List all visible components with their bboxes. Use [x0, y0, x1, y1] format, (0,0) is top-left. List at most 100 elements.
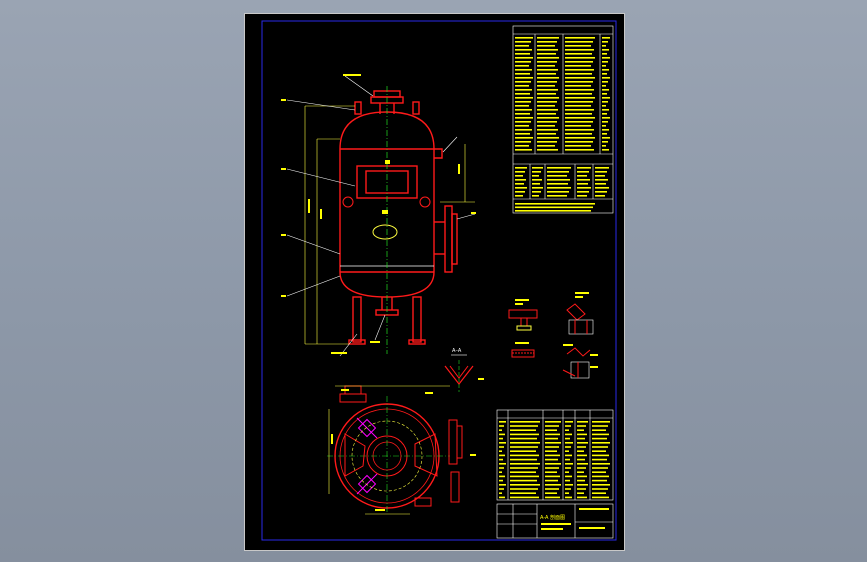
table-text-line: [577, 183, 588, 185]
table-text-line: [565, 65, 591, 67]
table-text-line: [499, 463, 506, 465]
table-text-line: [545, 488, 559, 490]
table-text-line: [515, 113, 530, 115]
table-text-line: [510, 425, 538, 427]
table-text-line: [537, 113, 556, 115]
table-text-line: [592, 437, 607, 440]
title-text-line: [541, 528, 563, 530]
table-text-line: [532, 191, 541, 193]
table-text-line: [565, 121, 593, 123]
table-text-line: [545, 450, 557, 452]
table-text-line: [537, 97, 559, 99]
table-text-line: [515, 175, 523, 177]
table-text-line: [515, 49, 532, 51]
table-text-line: [515, 121, 531, 123]
spec-table-text: [515, 37, 610, 212]
table-text-line: [537, 129, 558, 131]
table-text-line: [515, 69, 532, 71]
table-text-line: [595, 171, 607, 173]
table-text-line: [592, 484, 610, 486]
table-text-line: [515, 117, 533, 119]
table-text-line: [602, 149, 609, 151]
table-text-line: [565, 129, 594, 131]
table-text-line: [545, 446, 559, 448]
table-text-line: [577, 471, 584, 473]
table-text-line: [602, 37, 610, 39]
table-text-line: [592, 471, 606, 473]
table-text-line: [565, 446, 571, 448]
table-text-line: [545, 458, 558, 461]
table-text-line: [515, 141, 531, 143]
table-text-line: [595, 187, 609, 189]
sight-glass: [372, 224, 398, 240]
table-text-line: [515, 203, 595, 205]
table-text-line: [547, 171, 569, 173]
table-text-line: [565, 492, 569, 494]
table-text-line: [577, 458, 585, 461]
title-block: [496, 503, 614, 539]
table-text-line: [592, 425, 608, 427]
table-text-line: [545, 433, 560, 436]
table-text-line: [537, 101, 557, 103]
table-text-line: [602, 89, 609, 91]
table-text-line: [577, 446, 586, 448]
table-text-line: [515, 129, 532, 131]
table-text-line: [577, 496, 587, 499]
table-text-line: [592, 454, 609, 457]
table-text-line: [602, 73, 607, 75]
table-text-line: [565, 73, 592, 75]
table-text-line: [602, 129, 609, 131]
table-text-line: [537, 57, 559, 59]
table-text-line: [537, 73, 556, 75]
plan-view: [327, 385, 476, 515]
table-text-line: [545, 429, 557, 431]
table-text-line: [565, 454, 572, 457]
table-text-line: [537, 65, 555, 67]
table-text-line: [565, 49, 594, 51]
table-text-line: [545, 471, 557, 473]
table-text-line: [510, 475, 539, 478]
table-text-line: [499, 471, 502, 473]
table-text-line: [565, 496, 572, 499]
table-text-line: [547, 187, 571, 189]
table-text-line: [537, 89, 558, 91]
table-text-line: [499, 484, 506, 486]
table-text-line: [515, 41, 531, 43]
table-text-line: [515, 73, 530, 75]
table-text-line: [537, 93, 556, 95]
table-text-line: [577, 425, 586, 427]
table-text-line: [510, 458, 537, 461]
table-text-line: [532, 195, 539, 197]
table-text-line: [577, 187, 591, 189]
table-text-line: [510, 484, 540, 486]
table-text-line: [565, 93, 592, 95]
table-text-line: [537, 141, 557, 143]
table-text-line: [602, 101, 608, 103]
dim-text-marks: [281, 74, 476, 354]
table-text-line: [565, 145, 591, 147]
table-text-line: [592, 458, 607, 461]
table-text-line: [577, 191, 589, 193]
table-text-line: [510, 450, 536, 452]
table-text-line: [565, 89, 594, 91]
table-text-line: [537, 53, 556, 55]
table-text-line: [602, 97, 610, 99]
detail-view-4: [562, 347, 591, 379]
table-text-line: [545, 475, 560, 478]
title-block-name: A-A 剖面图: [540, 514, 565, 521]
table-text-line: [577, 195, 587, 197]
table-text-line: [545, 496, 560, 499]
table-text-line: [499, 437, 503, 440]
table-text-line: [499, 479, 503, 482]
table-text-line: [565, 429, 569, 431]
title-text-line: [541, 523, 571, 525]
table-text-line: [510, 471, 536, 473]
table-text-line: [515, 97, 533, 99]
title-text-line: [579, 508, 609, 510]
table-text-line: [537, 117, 559, 119]
drawing-frame: [261, 20, 617, 541]
table-text-line: [592, 496, 609, 499]
table-text-line: [565, 421, 573, 423]
table-text-line: [537, 145, 555, 147]
table-text-line: [577, 179, 590, 181]
